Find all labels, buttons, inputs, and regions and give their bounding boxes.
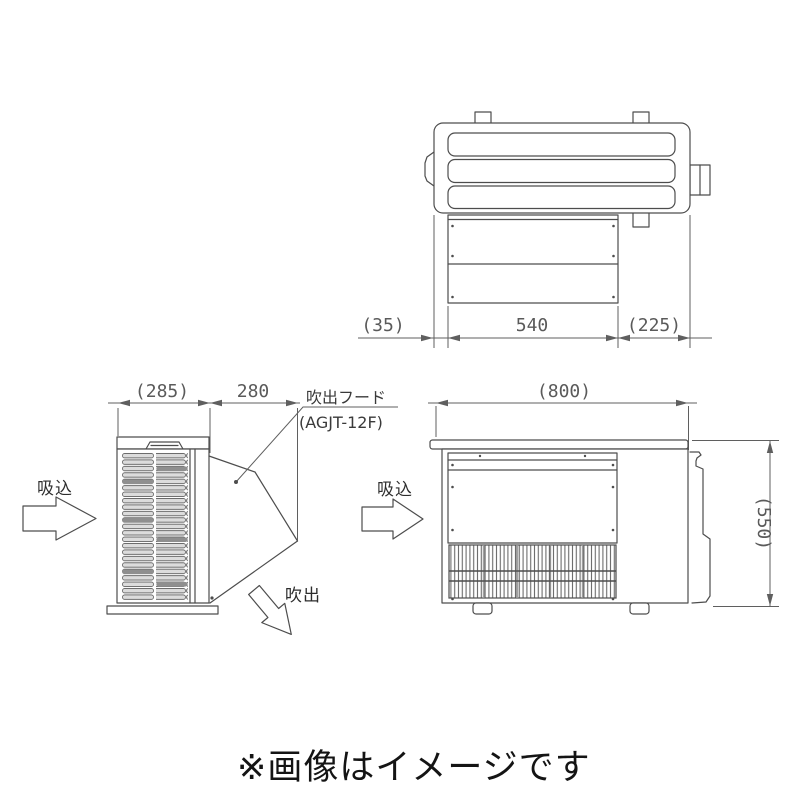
side-view-handle — [145, 441, 184, 450]
suction-arrow-icon — [361, 498, 424, 540]
side-view-top-cap — [116, 436, 210, 450]
dim-side-right: 280 — [237, 381, 270, 402]
blowout-arrow-icon — [248, 584, 292, 636]
image-disclaimer-caption: ※画像はイメージです — [237, 748, 591, 788]
top-view-slat — [447, 185, 676, 210]
side-view-dimensions: (285) 280 — [108, 381, 300, 453]
front-view-panel — [447, 452, 618, 544]
front-view-width-dimension: (800) — [428, 381, 697, 450]
side-view-grille-column — [122, 452, 154, 601]
dim-top-left: (35) — [361, 315, 404, 336]
front-view-side-profile — [689, 451, 711, 604]
hood-label: 吹出フード (AGJT-12F) — [234, 388, 398, 484]
front-view-foot — [472, 602, 493, 615]
side-view-grille-shading — [122, 466, 188, 587]
suction-label: 吸込 — [37, 479, 73, 499]
top-view: (35) 540 (225) — [358, 111, 712, 348]
suction-arrow-icon — [22, 496, 97, 541]
top-view-tab — [632, 211, 650, 228]
top-view-tab — [632, 111, 650, 125]
dim-front-height: (550) — [753, 496, 774, 550]
side-view: (285) 280 — [22, 381, 398, 636]
top-view-left-bump — [424, 151, 435, 187]
screw-icon — [451, 254, 454, 258]
top-view-tab — [474, 111, 492, 125]
blowout-hood — [208, 408, 299, 604]
front-view-foot — [629, 602, 650, 615]
screw-icon — [612, 295, 615, 299]
dim-top-center: 540 — [516, 315, 549, 336]
hood-model-text: (AGJT-12F) — [299, 413, 383, 432]
top-view-dimensions: (35) 540 (225) — [358, 215, 712, 348]
top-view-slat — [447, 158, 676, 184]
top-view-slat — [447, 132, 676, 157]
screw-icon — [451, 224, 454, 228]
dim-top-right: (225) — [627, 315, 681, 336]
side-view-base — [106, 605, 219, 615]
suction-label: 吸込 — [377, 480, 413, 500]
blowout-label: 吹出 — [285, 586, 321, 606]
top-view-panel — [447, 214, 619, 304]
front-view-grille — [448, 544, 617, 599]
dim-front-width: (800) — [537, 381, 591, 402]
front-view-top-panel — [429, 439, 689, 450]
hood-label-text: 吹出フード — [306, 388, 386, 407]
screw-icon — [612, 254, 615, 258]
screw-icon — [451, 295, 454, 299]
front-view-height-dimension: (550) — [692, 440, 779, 607]
side-view-grille-column — [156, 452, 188, 601]
screw-icon — [612, 224, 615, 228]
dim-side-left: (285) — [135, 381, 189, 402]
front-view: (800) — [361, 381, 779, 615]
